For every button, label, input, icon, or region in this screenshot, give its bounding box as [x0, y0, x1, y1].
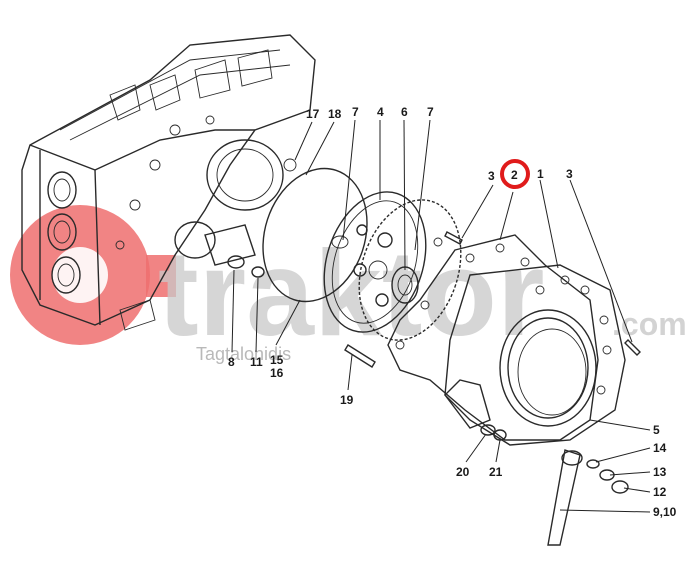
small-ring-17	[283, 158, 297, 172]
label-18: 18	[328, 107, 342, 121]
plate-4	[323, 191, 427, 333]
label-8: 8	[228, 355, 235, 369]
highlight-ring	[500, 159, 530, 189]
dowel-3-right	[624, 339, 641, 356]
label-16: 16	[270, 366, 284, 380]
gasket-2	[387, 234, 599, 441]
watermark-author: Tagtalonidis	[196, 344, 291, 364]
label-4: 4	[377, 105, 384, 119]
leader-lines	[231, 119, 651, 513]
label-19: 19	[340, 393, 354, 407]
stud-19	[344, 344, 376, 368]
label-9-10: 9,10	[653, 505, 677, 519]
label-5: 5	[653, 423, 660, 437]
label-3-left: 3	[488, 169, 495, 183]
label-2: 2	[511, 168, 518, 182]
gasket-15-16	[262, 167, 368, 303]
label-17: 17	[306, 107, 320, 121]
label-21: 21	[489, 465, 503, 479]
label-7-left: 7	[352, 105, 359, 119]
label-12: 12	[653, 485, 667, 499]
label-6: 6	[401, 105, 408, 119]
part-labels: 17 18 7 4 6 7 3 2 1 3 8 11 15 16 19 5 14…	[228, 105, 677, 519]
label-20: 20	[456, 465, 470, 479]
label-3-right: 3	[566, 167, 573, 181]
engine-block	[21, 34, 316, 331]
label-14: 14	[653, 441, 667, 455]
label-11: 11	[250, 355, 263, 369]
label-7-right: 7	[427, 105, 434, 119]
label-1: 1	[537, 167, 544, 181]
washers-12-14	[586, 459, 629, 494]
watermark-logo: traktor .com Tagtalonidis	[10, 205, 687, 364]
lever-9-10	[547, 449, 583, 546]
dowel-3-left	[444, 231, 463, 245]
watermark-domain: .com	[612, 306, 687, 342]
label-15: 15	[270, 353, 284, 367]
label-13: 13	[653, 465, 667, 479]
watermark-brand: traktor	[158, 225, 544, 361]
